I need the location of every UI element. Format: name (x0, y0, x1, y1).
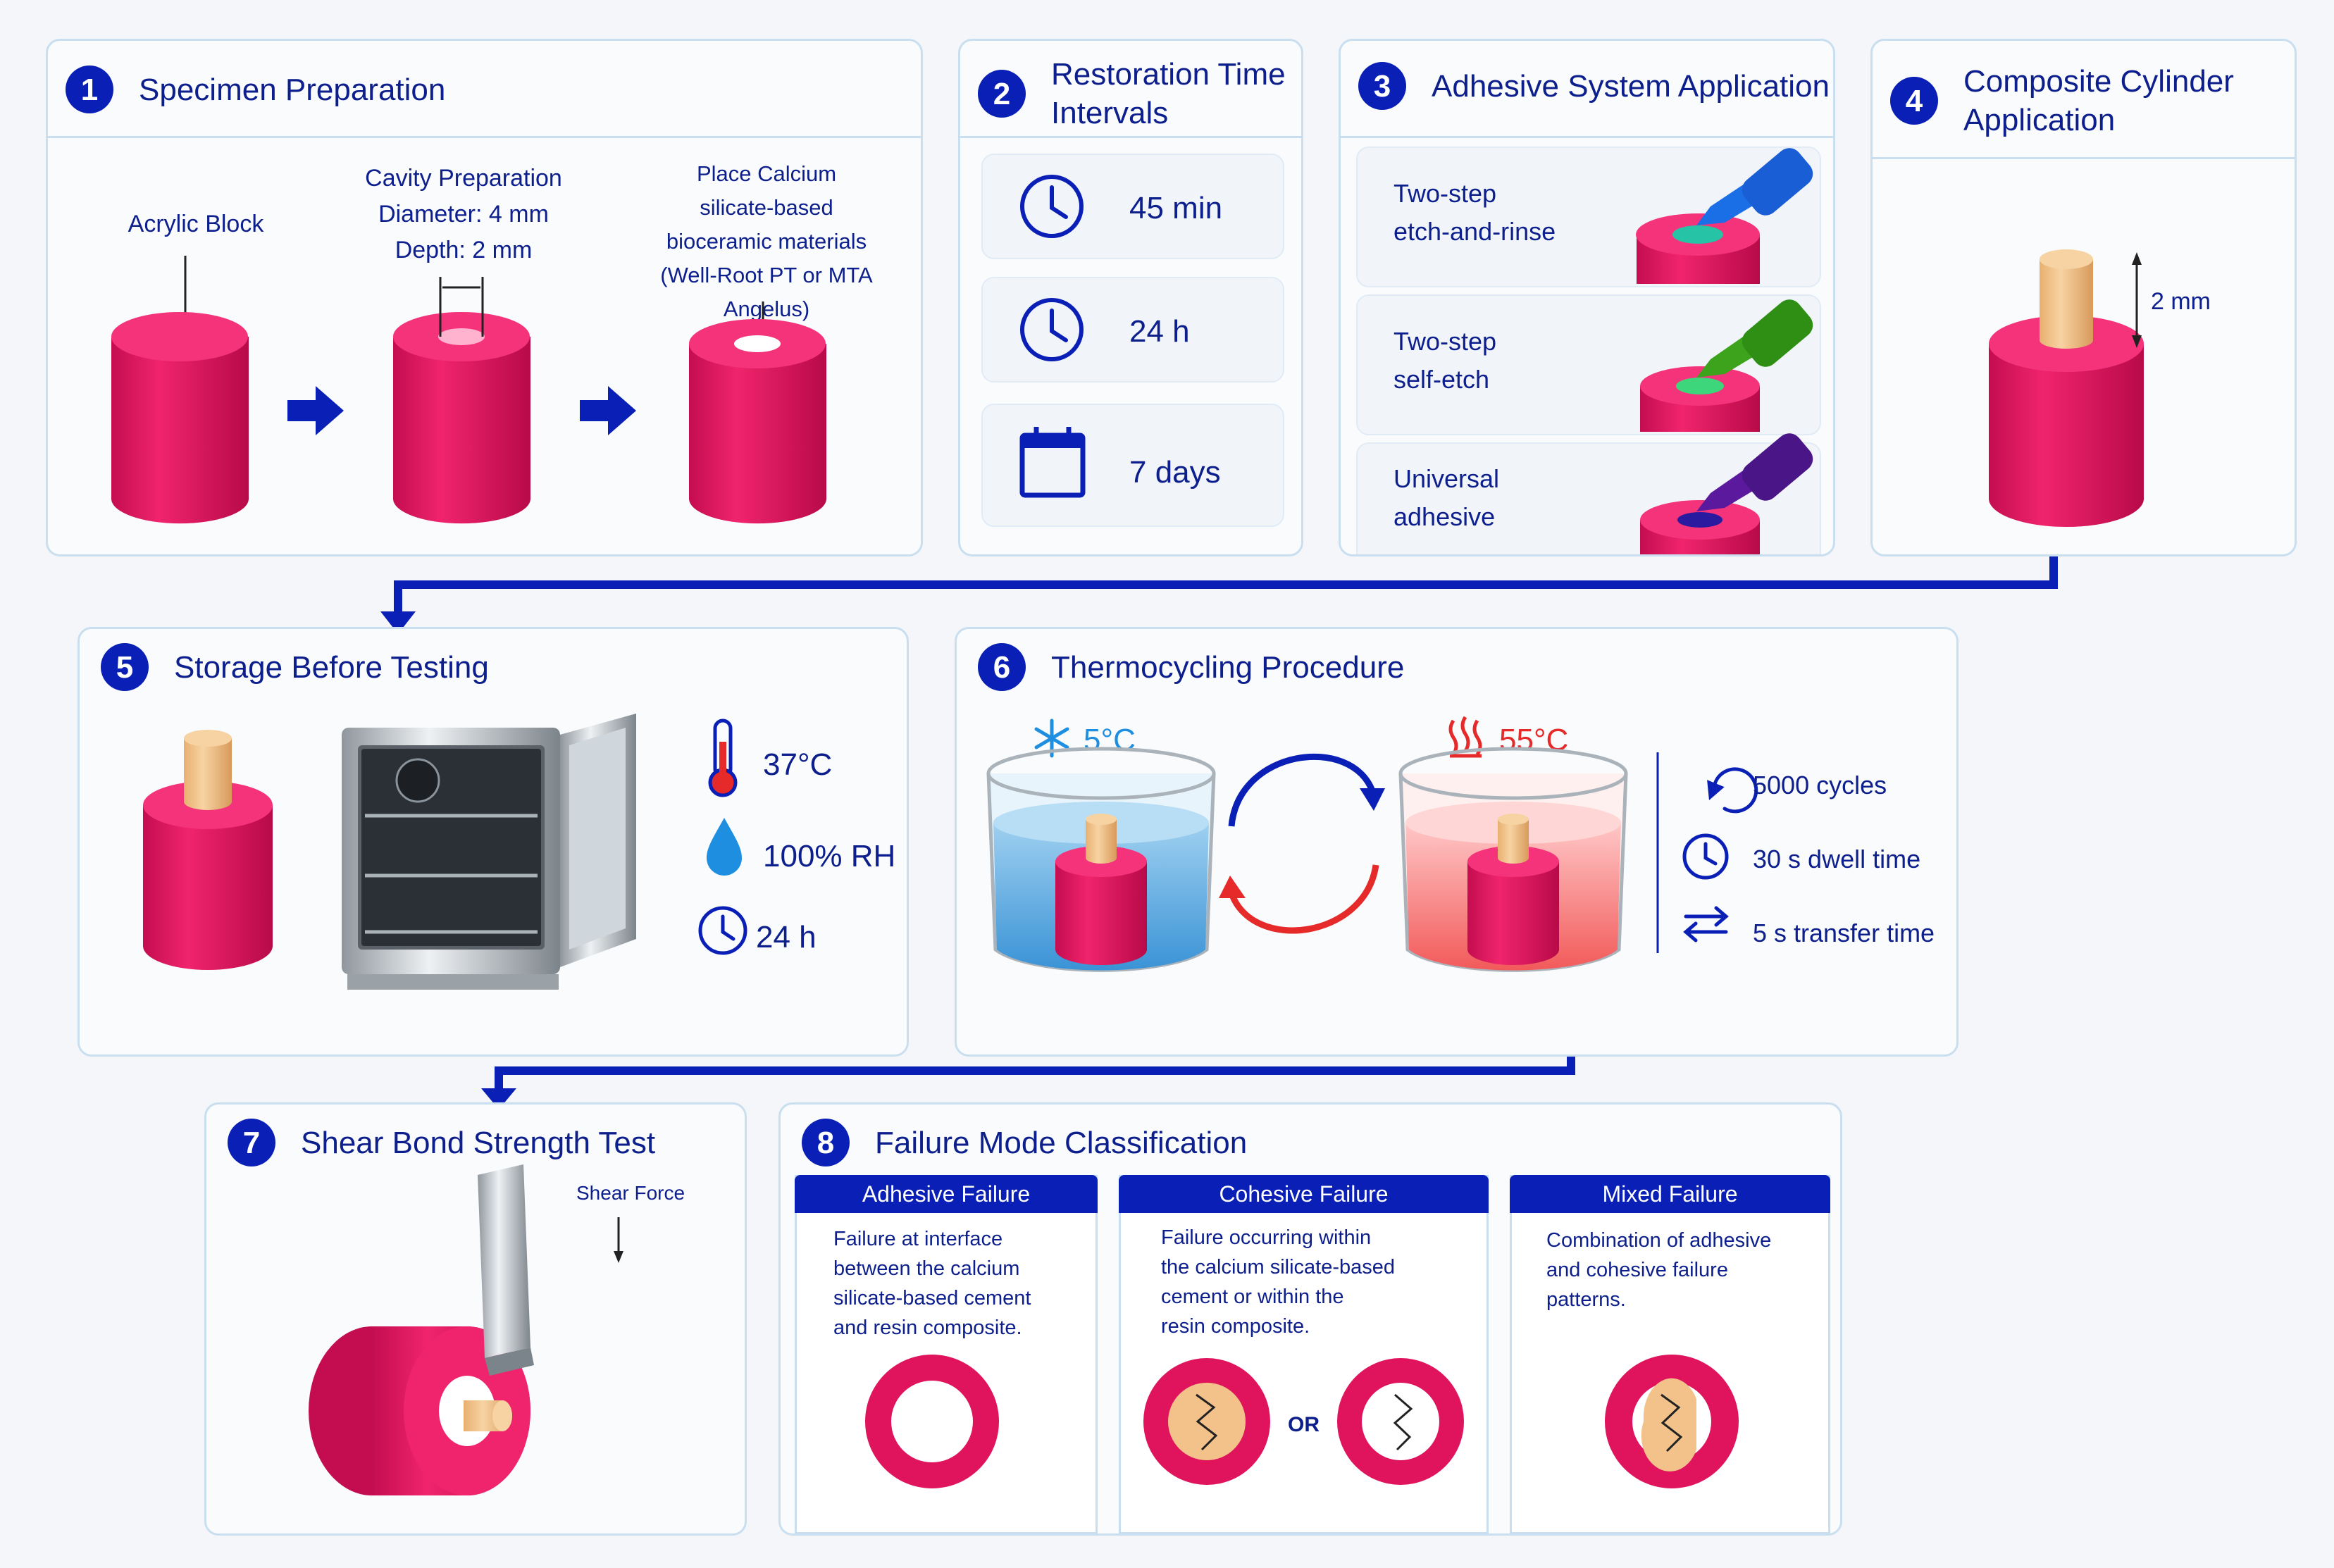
storage-humidity: 100% RH (763, 839, 896, 873)
cohesive-desc-2: the calcium silicate-based (1161, 1256, 1396, 1279)
failure-mode-illustrations (865, 1355, 1739, 1488)
adhesive-applicator-illustrations (1636, 148, 1813, 554)
step-number-3: 3 (1358, 62, 1406, 110)
mixed-desc-1: Combination of adhesive (1546, 1229, 1772, 1252)
mixed-desc-2: and cohesive failure (1546, 1259, 1728, 1282)
storage-illustration (143, 714, 747, 990)
interval-card-7days (981, 404, 1284, 527)
calendar-icon (1019, 427, 1086, 498)
panel-title: Failure Mode Classification (875, 1125, 1248, 1160)
failure-header-mixed: Mixed Failure (1510, 1175, 1830, 1213)
panel-shear-bond: 7 Shear Bond Strength Test Shear Force (204, 1102, 747, 1536)
step-number-4: 4 (1890, 77, 1938, 125)
panel-title: Thermocycling Procedure (1051, 649, 1405, 685)
interval-card-45min (981, 154, 1284, 259)
panel-title: Specimen Preparation (139, 72, 446, 107)
panel-specimen-preparation: 1 Specimen Preparation Acrylic Block Cav… (46, 39, 923, 556)
interval-card-24h (981, 277, 1284, 382)
cohesive-desc-4: resin composite. (1161, 1315, 1310, 1338)
shear-test-illustration (309, 1164, 623, 1495)
panel-storage: 5 Storage Before Testing 37°C 100% RH 24… (77, 627, 909, 1057)
interval-label-7days: 7 days (1129, 455, 1221, 490)
adhesive-label-3a: Universal (1393, 464, 1500, 493)
label-cavity-diameter: Diameter: 4 mm (378, 201, 549, 228)
interval-label-45min: 45 min (1129, 191, 1223, 225)
panel-title-line2: Application (1963, 103, 2116, 137)
panel-failure-mode: 8 Failure Mode Classification Adhesive F… (778, 1102, 1842, 1536)
clock-icon (1020, 175, 1084, 361)
thermocycling-illustration (986, 716, 1758, 972)
adhesive-desc-1: Failure at interface (833, 1228, 1003, 1250)
panel-thermocycling: 6 Thermocycling Procedure 5°C 55°C (955, 627, 1959, 1057)
label-place-line4: (Well-Root PT or MTA Angelus) (660, 263, 873, 322)
label-cavity-title: Cavity Preparation (365, 165, 562, 192)
panel-title: Adhesive System Application (1432, 68, 1830, 104)
step-number-8: 8 (802, 1119, 850, 1166)
cohesive-desc-1: Failure occurring within (1161, 1226, 1372, 1249)
specimen-illustrations (111, 256, 826, 524)
step-number-6: 6 (978, 643, 1026, 691)
panel-title: Storage Before Testing (174, 649, 489, 685)
panel-title-line2: Intervals (1051, 96, 1169, 130)
shear-force-label: Shear Force (576, 1182, 685, 1204)
storage-temp: 37°C (763, 747, 833, 782)
adhesive-label-1b: etch-and-rinse (1393, 217, 1556, 246)
label-acrylic-block: Acrylic Block (128, 211, 264, 237)
mixed-desc-3: patterns. (1546, 1288, 1626, 1312)
panel-title-line1: Composite Cylinder (1963, 64, 2234, 99)
adhesive-label-2b: self-etch (1393, 365, 1490, 394)
cold-bath-temp: 5°C (1084, 723, 1136, 757)
thermo-transfer: 5 s transfer time (1753, 919, 1935, 947)
label-cavity-depth: Depth: 2 mm (395, 237, 533, 263)
thermo-cycles: 5000 cycles (1753, 771, 1887, 799)
failure-header-cohesive: Cohesive Failure (1119, 1175, 1489, 1213)
adhesive-desc-4: and resin composite. (833, 1317, 1022, 1340)
panel-composite-cylinder: 4 Composite Cylinder Application 2 mm (1870, 39, 2297, 556)
step-number-7: 7 (228, 1119, 275, 1166)
adhesive-desc-3: silicate-based cement (833, 1287, 1031, 1310)
thermo-dwell: 30 s dwell time (1753, 845, 1921, 873)
panel-adhesive-system: 3 Adhesive System Application Two-step e… (1339, 39, 1835, 556)
interval-label-24h: 24 h (1129, 314, 1190, 349)
step-number-5: 5 (101, 643, 149, 691)
cohesive-desc-3: cement or within the (1161, 1286, 1344, 1309)
or-label: OR (1288, 1413, 1320, 1436)
composite-cylinder-illustration (1989, 249, 2144, 527)
adhesive-label-2a: Two-step (1393, 327, 1497, 356)
label-place-line2: silicate-based (700, 195, 833, 220)
step-number-2: 2 (978, 70, 1026, 118)
adhesive-desc-2: between the calcium (833, 1257, 1020, 1281)
adhesive-label-1a: Two-step (1393, 179, 1497, 208)
label-place-line1: Place Calcium (696, 161, 837, 186)
adhesive-label-3b: adhesive (1393, 502, 1496, 531)
panel-title: Shear Bond Strength Test (301, 1125, 656, 1160)
label-place-line3: bioceramic materials (666, 229, 867, 254)
step-number-1: 1 (66, 66, 113, 113)
failure-header-adhesive: Adhesive Failure (795, 1175, 1098, 1213)
storage-time: 24 h (756, 920, 817, 954)
panel-restoration-intervals: 2 Restoration Time Intervals 45 min 24 h… (958, 39, 1303, 556)
panel-title-line1: Restoration Time (1051, 57, 1286, 92)
cylinder-height-label: 2 mm (2151, 288, 2211, 315)
